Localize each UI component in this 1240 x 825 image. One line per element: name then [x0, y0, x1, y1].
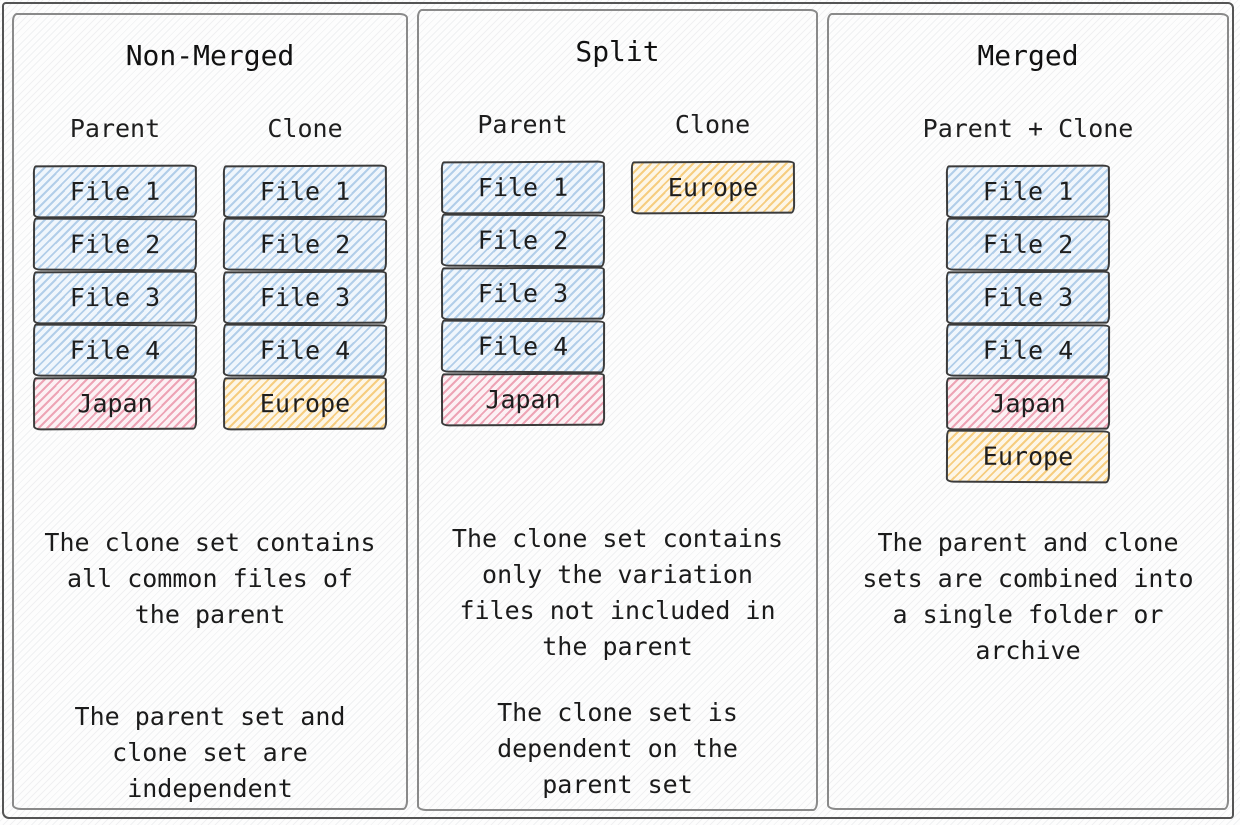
file-box: File 3 [440, 266, 605, 321]
file-box: File 2 [32, 217, 198, 272]
clone-stack: File 1 File 2 File 3 File 4 Europe [222, 164, 388, 431]
variant-box-europe: Europe [945, 429, 1111, 484]
file-box: File 4 [32, 323, 198, 378]
file-box-label: File 4 [69, 335, 161, 366]
file-box-label: File 2 [477, 225, 568, 256]
columns-area: Parent File 1 File 2 File 3 File 4 Japan… [14, 113, 406, 431]
clone-label: Clone [267, 114, 343, 143]
variant-box-japan: Japan [440, 372, 605, 427]
panel-note: The clone set contains all common files … [44, 528, 376, 629]
variant-box-label: Japan [77, 388, 153, 419]
variant-box-label: Europe [667, 172, 758, 203]
panel-merged: Merged Parent + Clone File 1 File 2 File… [827, 13, 1229, 810]
variant-box-label: Japan [484, 384, 561, 415]
file-box: File 4 [945, 323, 1111, 378]
panel-note: The parent set and clone set are indepen… [74, 702, 346, 803]
file-box-label: File 4 [982, 335, 1074, 366]
file-box: File 1 [945, 164, 1111, 219]
panel-split: Split Parent File 1 File 2 File 3 File 4… [417, 9, 818, 811]
panel-non-merged: Non-Merged Parent File 1 File 2 File 3 F… [12, 13, 408, 810]
columns-area: Parent File 1 File 2 File 3 File 4 Japan… [419, 109, 816, 427]
file-box: File 1 [32, 164, 198, 219]
variant-box-japan: Japan [32, 376, 198, 431]
merged-stack: File 1 File 2 File 3 File 4 Japan Europe [945, 164, 1111, 484]
parent-label: Parent [69, 114, 161, 143]
panel-title: Split [575, 35, 660, 68]
variant-box-japan: Japan [945, 376, 1111, 431]
columns-area: Parent + Clone File 1 File 2 File 3 File… [829, 113, 1227, 484]
file-box-label: File 3 [982, 282, 1074, 313]
file-box-label: File 3 [477, 278, 568, 309]
variant-box-label: Japan [990, 388, 1066, 419]
parent-stack: File 1 File 2 File 3 File 4 Japan [440, 160, 605, 427]
file-box: File 2 [440, 213, 605, 268]
file-box-label: File 1 [982, 176, 1074, 207]
variant-box-europe: Europe [630, 160, 795, 215]
file-box-label: File 4 [477, 331, 568, 362]
file-box-label: File 2 [69, 229, 161, 260]
file-box-label: File 1 [477, 172, 568, 203]
panel-note: The clone set contains only the variatio… [451, 524, 784, 661]
variant-box-label: Europe [982, 441, 1074, 472]
variant-box-europe: Europe [222, 376, 388, 431]
clone-label: Clone [674, 110, 751, 139]
parent-label: Parent [477, 110, 568, 139]
file-box: File 3 [945, 270, 1111, 325]
file-box: File 4 [440, 319, 605, 374]
file-box-label: File 4 [259, 335, 351, 366]
file-box-label: File 2 [259, 229, 351, 260]
file-box: File 3 [32, 270, 198, 325]
file-box: File 4 [222, 323, 388, 378]
file-box-label: File 3 [69, 282, 161, 313]
panel-note: The parent and clone sets are combined i… [862, 528, 1194, 665]
variant-box-label: Europe [259, 388, 351, 419]
merged-column: Parent + Clone File 1 File 2 File 3 File… [922, 113, 1134, 484]
file-box-label: File 3 [259, 282, 351, 313]
file-box-label: File 2 [982, 229, 1074, 260]
file-box-label: File 1 [69, 176, 161, 207]
parent-column: Parent File 1 File 2 File 3 File 4 Japan [32, 113, 198, 431]
panel-title: Merged [977, 39, 1079, 72]
file-box-label: File 1 [259, 176, 351, 207]
file-box: File 1 [222, 164, 388, 219]
parent-column: Parent File 1 File 2 File 3 File 4 Japan [440, 109, 605, 427]
file-box: File 2 [945, 217, 1111, 272]
clone-stack: Europe [630, 160, 795, 215]
clone-column: Clone Europe [630, 109, 795, 426]
merged-label: Parent + Clone [922, 114, 1134, 143]
file-box: File 1 [440, 160, 605, 215]
panel-note: The clone set is dependent on the parent… [497, 698, 738, 799]
file-box: File 3 [222, 270, 388, 325]
file-box: File 2 [222, 217, 388, 272]
parent-stack: File 1 File 2 File 3 File 4 Japan [32, 164, 198, 431]
clone-column: Clone File 1 File 2 File 3 File 4 Europe [222, 113, 388, 431]
panel-title: Non-Merged [125, 39, 295, 72]
